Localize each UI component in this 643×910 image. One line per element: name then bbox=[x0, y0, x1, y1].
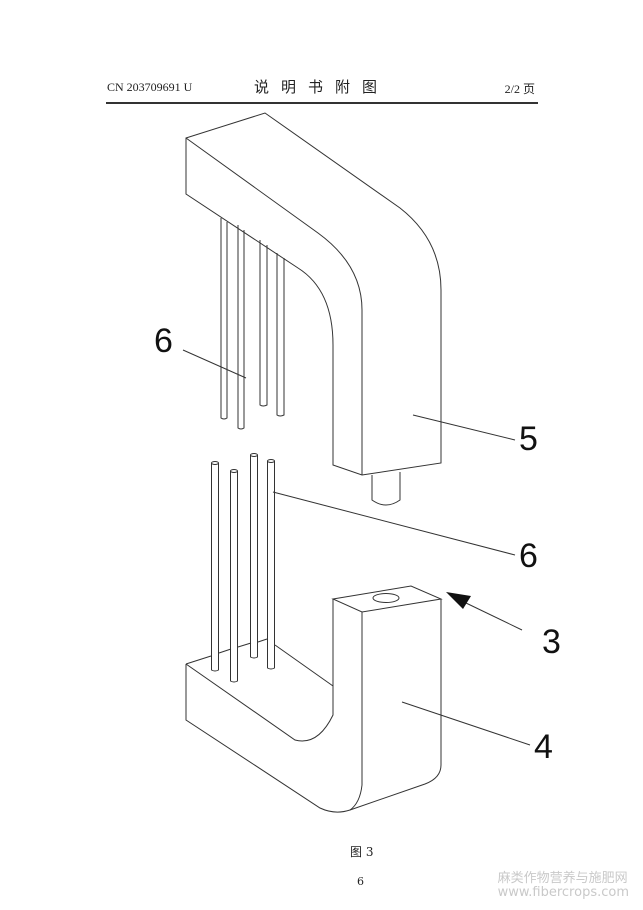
watermark-line2: www.fibercrops.com bbox=[497, 885, 629, 900]
upper-body bbox=[185, 112, 442, 506]
upper-rods bbox=[220, 218, 285, 430]
arrowhead-icon bbox=[446, 592, 471, 609]
lower-body bbox=[185, 585, 443, 813]
page-number: 6 bbox=[357, 875, 364, 888]
lower-rods bbox=[211, 453, 275, 683]
label-6-upper: 6 bbox=[154, 322, 173, 360]
page-indicator: 2/2 页 bbox=[504, 82, 535, 96]
watermark-line1: 麻类作物营养与施肥网 bbox=[497, 871, 628, 886]
header-rule bbox=[106, 102, 538, 104]
leader-lines bbox=[182, 349, 531, 746]
label-4: 4 bbox=[534, 728, 553, 766]
publication-number: CN 203709691 U bbox=[107, 80, 193, 94]
label-3: 3 bbox=[542, 623, 561, 661]
label-6-lower: 6 bbox=[519, 537, 538, 575]
label-5: 5 bbox=[519, 420, 538, 458]
figure-caption: 图 3 bbox=[350, 845, 374, 859]
page-title: 说明书附图 bbox=[253, 78, 389, 96]
watermark: 麻类作物营养与施肥网 www.fibercrops.com bbox=[498, 872, 629, 900]
hole bbox=[372, 593, 400, 603]
